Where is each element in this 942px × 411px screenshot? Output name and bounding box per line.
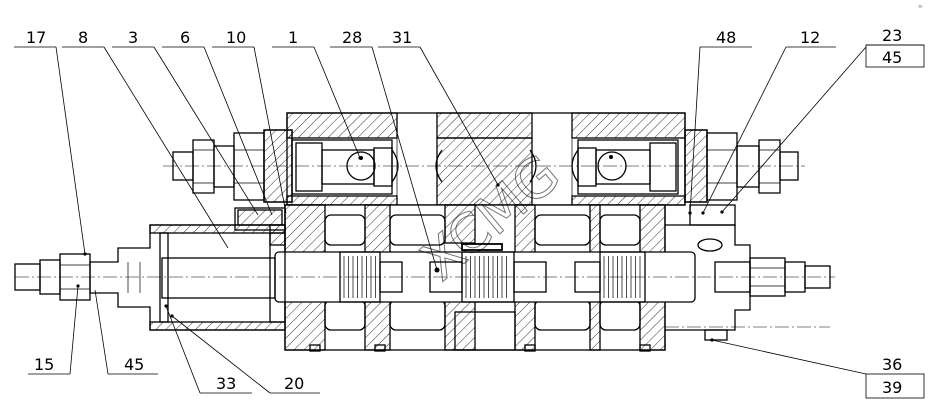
left-spring-housing [89,207,286,331]
callout-3: 3 [128,28,138,47]
callout-45-top: 45 [882,48,902,67]
callout-6: 6 [180,28,190,47]
callout-17: 17 [26,28,46,47]
callout-8: 8 [78,28,88,47]
callout-20: 20 [284,374,304,393]
callout-33: 33 [216,374,236,393]
bottom-ports [309,344,651,352]
callout-48: 48 [716,28,736,47]
left-end-fitting [14,253,91,301]
callout-12: 12 [800,28,820,47]
callout-45-bottom: 45 [124,355,144,374]
callout-28: 28 [342,28,362,47]
callout-1: 1 [288,28,298,47]
right-end-cap [665,204,831,341]
callout-15: 15 [34,355,54,374]
callout-23: 23 [882,26,902,45]
callout-10: 10 [226,28,246,47]
leader-lines [14,44,925,399]
callout-labels-bottom: 15 45 33 20 36 39 [34,355,902,397]
upper-valve-body [286,112,686,206]
callout-36: 36 [882,355,902,374]
corner-mark: ≡· [918,4,924,10]
callout-31: 31 [392,28,412,47]
callout-labels-top: 17 8 3 6 10 1 28 31 48 12 23 45 [26,26,902,67]
callout-39: 39 [882,378,902,397]
